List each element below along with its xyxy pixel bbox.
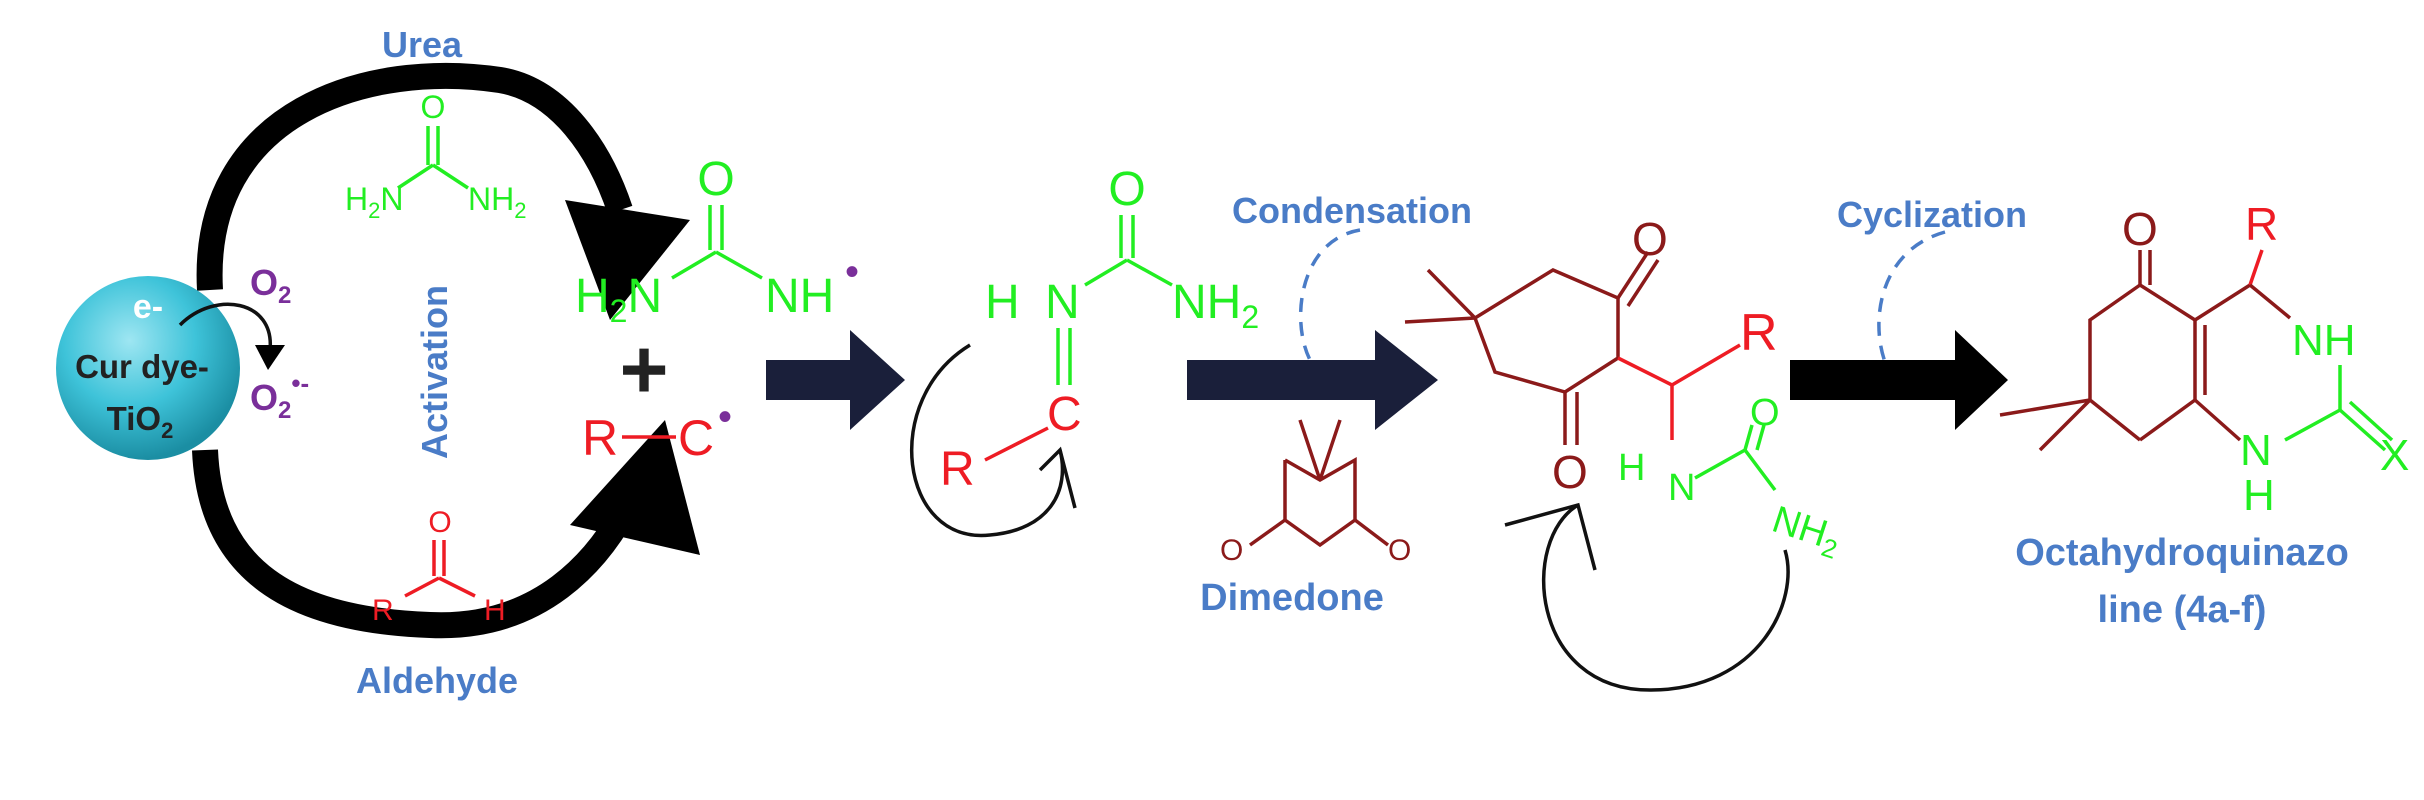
reaction-arrow-1 [766, 330, 905, 430]
cyclization-label: Cyclization [1837, 194, 2027, 235]
electron-transfer-arrowhead-icon [255, 345, 285, 370]
svg-text:NH2: NH2 [1172, 276, 1259, 335]
svg-text:R: R [1740, 304, 1778, 362]
urea-label: Urea [382, 24, 463, 65]
product-label-line1: Octahydroquinazo [2015, 532, 2349, 574]
svg-text:H: H [2243, 471, 2275, 520]
rotation-arrowhead-1-icon [1038, 446, 1077, 509]
svg-text:O: O [2122, 203, 2158, 255]
reaction-arrow-2 [1187, 330, 1438, 430]
dimedone-label: Dimedone [1200, 577, 1384, 619]
svg-text:H2N: H2N [575, 270, 662, 329]
svg-text:C: C [1047, 388, 1082, 441]
cyclization-dashed-arrow [1877, 230, 1946, 363]
catalyst-name-line1: Cur dye- [75, 348, 209, 385]
condensation-dashed-arrow [1298, 228, 1361, 361]
reaction-arrow-3 [1790, 330, 2008, 430]
urea-structure: O H2N NH2 [345, 89, 526, 223]
svg-text:O: O [1750, 392, 1780, 434]
catalyst-name-line2: TiO2 [107, 400, 174, 443]
svg-text:NH: NH [765, 270, 834, 323]
svg-text:NH2: NH2 [468, 181, 526, 223]
svg-text:H: H [985, 276, 1020, 329]
lower-arrowhead-icon [570, 420, 700, 555]
svg-text:•: • [845, 250, 859, 294]
aldehyde-label: Aldehyde [356, 660, 518, 701]
svg-text:N: N [1045, 276, 1080, 329]
svg-text:R: R [372, 594, 394, 627]
plus-sign: + [619, 322, 668, 416]
rotation-arrowhead-2-icon [1504, 502, 1597, 571]
svg-text:O: O [1108, 163, 1145, 216]
product-label-line2: line (4a-f) [2098, 589, 2267, 631]
oxygen-label: O2 [250, 262, 291, 309]
upper-cycle-arrow [196, 62, 633, 291]
activation-cycle [192, 62, 700, 639]
urea-radical: O H2N NH • [575, 153, 859, 329]
condensation-label: Condensation [1232, 190, 1472, 231]
rotation-arrow-1 [910, 343, 1065, 538]
svg-text:N: N [2240, 426, 2272, 475]
superoxide-label: O2•- [250, 368, 309, 424]
svg-text:O: O [697, 153, 734, 206]
dimedone-structure: O O [1220, 419, 1411, 567]
octahydroquinazoline-structure: O R NH X N H [1999, 198, 2409, 520]
svg-text:H: H [1618, 447, 1645, 489]
svg-text:C: C [678, 410, 714, 466]
svg-text:NH: NH [2292, 316, 2356, 365]
upper-arrowhead-icon [565, 200, 690, 320]
condensation-adduct: O O R H N O NH2 [1404, 213, 1846, 692]
svg-text:H2N: H2N [345, 181, 403, 223]
svg-text:N: N [1668, 467, 1695, 509]
catalyst-sphere: e- Cur dye- TiO2 [56, 276, 240, 460]
svg-text:NH2: NH2 [1766, 499, 1846, 565]
svg-text:O: O [1632, 213, 1668, 265]
aldehyde-structure: O R H [372, 506, 506, 627]
svg-text:H: H [484, 594, 506, 627]
svg-text:R: R [582, 410, 618, 466]
electron-transfer-arrow [178, 302, 272, 351]
svg-text:O: O [1552, 446, 1588, 498]
acyl-radical: R C • [582, 395, 732, 466]
svg-text:R: R [2245, 198, 2278, 250]
svg-text:O: O [1220, 534, 1243, 567]
catalyst-bead-icon [56, 276, 240, 460]
svg-text:X: X [2380, 431, 2409, 480]
svg-text:O: O [1388, 534, 1411, 567]
imine-intermediate: H N O NH2 C R [910, 163, 1259, 538]
rotation-arrow-2 [1541, 503, 1790, 692]
electron-label: e- [133, 288, 163, 326]
svg-text:R: R [940, 443, 975, 496]
svg-text:•: • [718, 395, 732, 439]
svg-text:O: O [428, 506, 451, 539]
lower-cycle-arrow [192, 449, 642, 639]
activation-label: Activation [414, 285, 455, 459]
svg-text:O: O [421, 89, 446, 125]
